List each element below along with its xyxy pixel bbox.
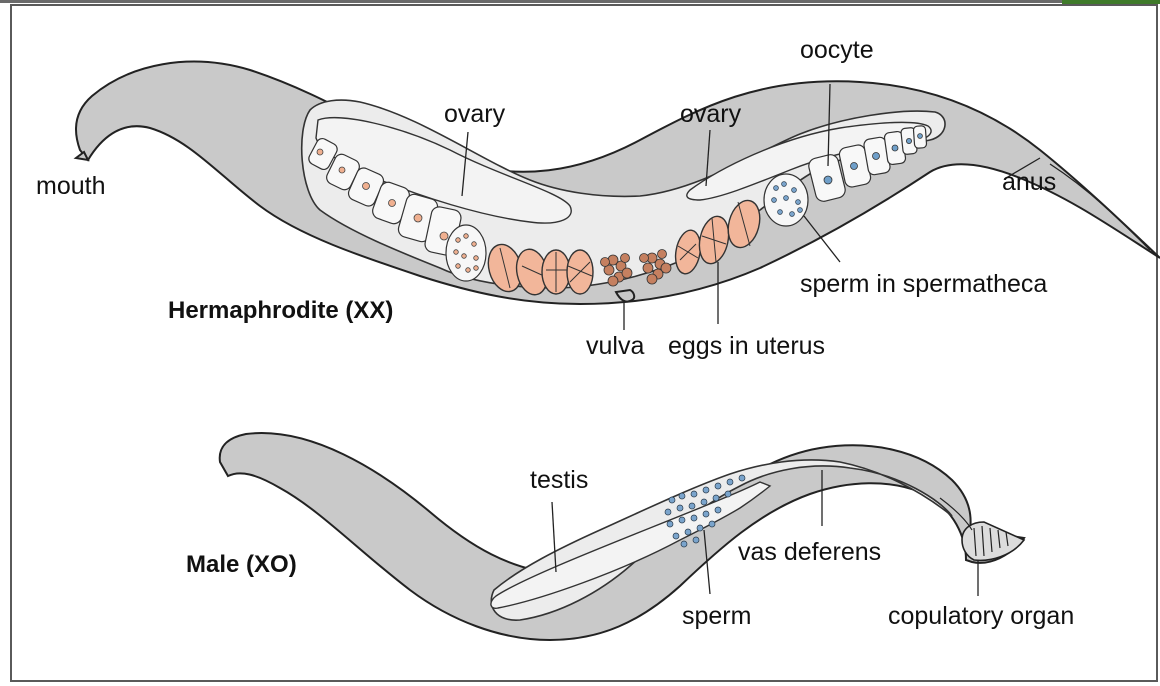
label-vulva: vulva bbox=[586, 332, 644, 360]
label-oocyte: oocyte bbox=[800, 36, 874, 64]
label-ovary-left: ovary bbox=[444, 100, 506, 128]
label-copulatory-organ: copulatory organ bbox=[888, 602, 1074, 630]
title-male: Male (XO) bbox=[186, 551, 297, 578]
label-mouth: mouth bbox=[36, 172, 105, 200]
spermatheca-right bbox=[764, 174, 808, 226]
spermatheca-left bbox=[446, 225, 486, 281]
label-ovary-right: ovary bbox=[680, 100, 742, 128]
title-hermaphrodite: Hermaphrodite (XX) bbox=[168, 297, 393, 324]
label-sperm: sperm bbox=[682, 602, 751, 630]
label-eggs-in-uterus: eggs in uterus bbox=[668, 332, 825, 360]
label-vas-deferens: vas deferens bbox=[738, 538, 881, 566]
label-spermatheca: sperm in spermatheca bbox=[800, 270, 1047, 298]
label-testis: testis bbox=[530, 466, 588, 494]
label-anus: anus bbox=[1002, 168, 1056, 196]
